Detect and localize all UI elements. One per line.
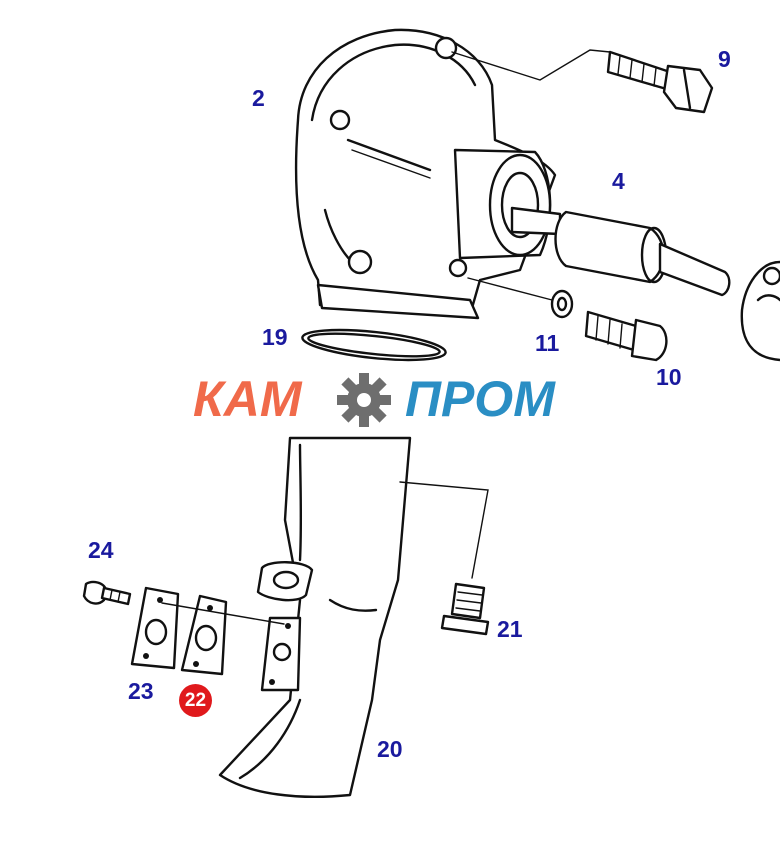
callout-21: 21	[497, 616, 523, 642]
pipe-part-20	[218, 436, 412, 798]
callout-10: 10	[656, 364, 682, 390]
callout-11: 11	[535, 330, 560, 356]
brand-part-2: ПРОМ	[405, 371, 555, 427]
washer-part-11	[467, 277, 574, 319]
leader-line-21	[399, 481, 489, 579]
gasket-part-19	[301, 328, 447, 362]
callout-22-highlighted: 22	[179, 684, 212, 717]
brand-watermark: КАМ ПРОМ	[193, 370, 583, 428]
plate-part-23	[130, 586, 180, 670]
callout-24: 24	[88, 537, 114, 563]
callout-23: 23	[128, 678, 154, 704]
gear-icon	[337, 373, 391, 427]
gasket-part-22	[180, 594, 228, 676]
bolt-part-9	[451, 49, 714, 114]
callout-4: 4	[612, 168, 625, 194]
callout-19: 19	[262, 324, 288, 350]
callout-9: 9	[718, 46, 731, 72]
brand-part-1: КАМ	[193, 371, 302, 427]
callout-20: 20	[377, 736, 403, 762]
callout-2: 2	[252, 85, 265, 111]
shaft-part-4	[510, 206, 731, 297]
bolt-part-10	[584, 310, 668, 362]
leader-line-22-23	[161, 602, 285, 625]
plug-part-21	[440, 582, 490, 636]
bolt-part-24	[82, 580, 132, 606]
pulley-fragment	[740, 260, 780, 362]
